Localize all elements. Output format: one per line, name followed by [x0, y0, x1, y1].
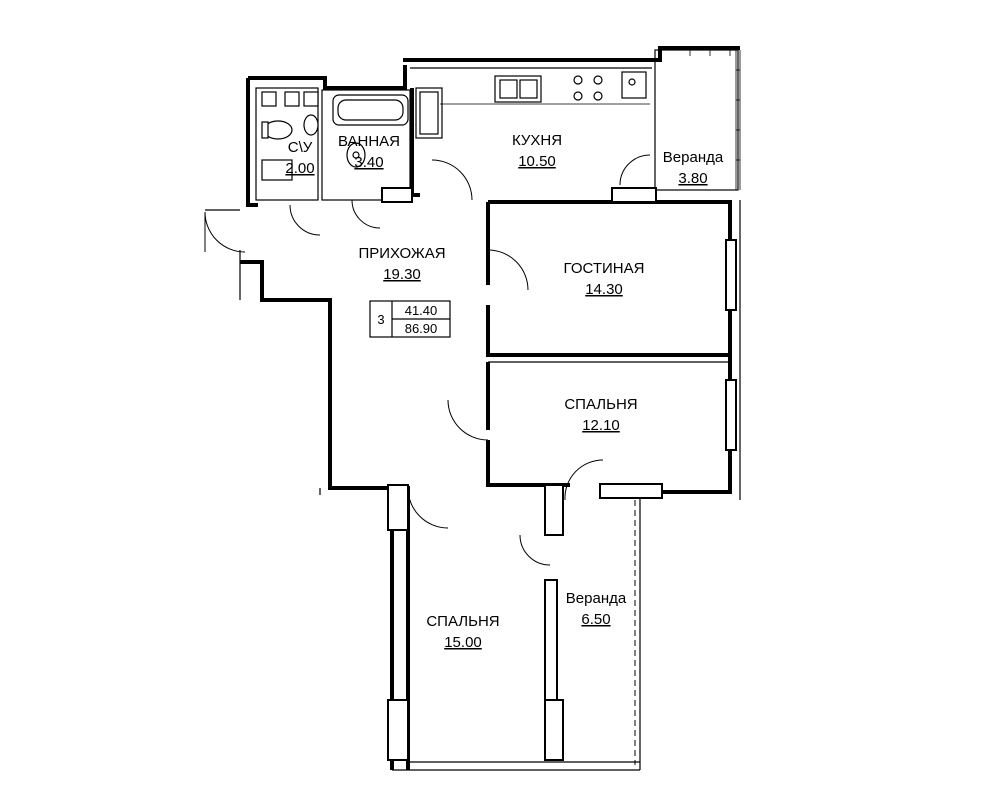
area-summary-box: 3 41.40 86.90	[369, 300, 451, 338]
living-area: 41.40	[405, 303, 438, 318]
room-name: ВАННАЯ	[338, 133, 400, 150]
room-name: КУХНЯ	[512, 132, 562, 149]
outer-walls	[205, 46, 741, 771]
kitchen-fixtures	[440, 71, 650, 105]
total-area: 86.90	[405, 321, 438, 336]
room-area: 2.00	[285, 160, 314, 177]
wc-fixtures	[261, 91, 366, 181]
room-name: ПРИХОЖАЯ	[358, 245, 445, 262]
room-area: 6.50	[581, 611, 610, 628]
room-area: 10.50	[518, 153, 556, 170]
room-area: 15.00	[444, 634, 482, 651]
rooms-count: 3	[377, 312, 384, 327]
room-label-veranda-large: Веранда 6.50	[566, 590, 627, 628]
room-name: СПАЛЬНЯ	[564, 396, 637, 413]
room-name: ГОСТИНАЯ	[564, 260, 645, 277]
room-label-bathroom: ВАННАЯ 3.40	[338, 133, 400, 171]
room-area: 14.30	[585, 281, 623, 298]
room-label-wc: С\У 2.00	[285, 139, 314, 177]
room-area: 12.10	[582, 417, 620, 434]
room-label-bedroom-2: СПАЛЬНЯ 15.00	[426, 613, 499, 651]
bath-fixtures	[332, 87, 443, 139]
doors	[204, 154, 651, 566]
room-area: 3.40	[354, 154, 383, 171]
room-label-bedroom-1: СПАЛЬНЯ 12.10	[564, 396, 637, 434]
room-label-living-room: ГОСТИНАЯ 14.30	[564, 260, 645, 298]
room-area: 3.80	[678, 170, 707, 187]
room-label-hallway: ПРИХОЖАЯ 19.30	[358, 245, 445, 283]
room-name: СПАЛЬНЯ	[426, 613, 499, 630]
room-name: Веранда	[663, 149, 724, 166]
room-label-kitchen: КУХНЯ 10.50	[512, 132, 562, 170]
veranda-railing-ticks	[689, 50, 740, 161]
room-area: 19.30	[383, 266, 421, 283]
room-name: Веранда	[566, 590, 627, 607]
room-label-veranda-small: Веранда 3.80	[663, 149, 724, 187]
room-name: С\У	[288, 139, 313, 156]
